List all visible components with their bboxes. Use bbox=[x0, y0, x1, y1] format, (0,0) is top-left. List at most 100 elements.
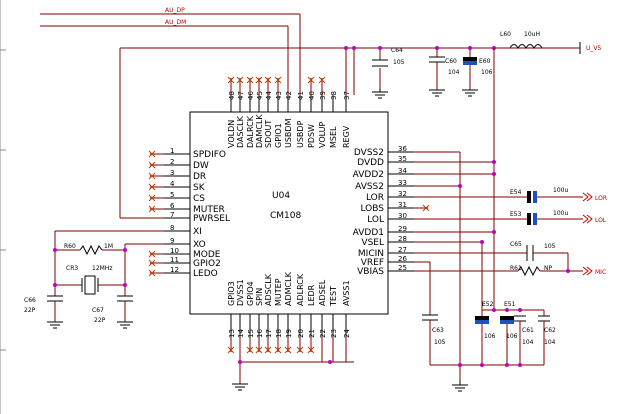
junction-dot bbox=[352, 46, 356, 50]
no-connect-icon bbox=[246, 346, 254, 354]
r60-value: 1M bbox=[104, 243, 113, 250]
pin-name: GPIO2 bbox=[193, 259, 221, 269]
no-connect-icon bbox=[227, 346, 235, 354]
pin-name: PWRSEL bbox=[193, 214, 230, 224]
pin-number: 3 bbox=[170, 169, 174, 177]
port-mic-icon bbox=[582, 266, 593, 276]
junction-dot bbox=[480, 363, 484, 367]
pin-number: 25 bbox=[398, 264, 407, 272]
junction-dot bbox=[123, 248, 127, 252]
junction-dot bbox=[492, 308, 496, 312]
net-label-lor: LOR bbox=[595, 195, 607, 202]
e52-value: 106 bbox=[484, 333, 496, 340]
junction-dot bbox=[344, 46, 348, 50]
no-connect-icon bbox=[148, 183, 156, 191]
pin-name: VBIAS bbox=[357, 267, 384, 277]
junction-dot bbox=[492, 230, 496, 234]
pin-number: 32 bbox=[398, 190, 407, 198]
no-connect-icon bbox=[236, 76, 244, 84]
pin-number: 19 bbox=[285, 329, 293, 338]
no-connect-icon bbox=[422, 204, 430, 212]
pin-name: AVDD2 bbox=[353, 170, 384, 180]
pin-name: LEDR bbox=[307, 284, 316, 306]
pin-number: 11 bbox=[170, 256, 179, 264]
cr3-value: 12MHz bbox=[92, 265, 112, 272]
power-rail: C64 105 C60 104 E60 106 L60 bbox=[119, 31, 601, 232]
ground-icon bbox=[117, 321, 133, 329]
pin-name: ADLRCK bbox=[296, 273, 305, 306]
ground-icon bbox=[452, 380, 468, 392]
e52-cap-plate bbox=[475, 316, 489, 320]
pin-number: 48 bbox=[228, 91, 236, 100]
net-label-vin: U_V5 bbox=[586, 45, 601, 52]
pins-right: 36DVSS235DVDD34AVDD233AVSS232LOR31LOBS30… bbox=[353, 145, 430, 277]
c62-ref: C62 bbox=[544, 327, 556, 334]
port-lol-icon bbox=[582, 214, 593, 224]
junction-dot bbox=[328, 360, 332, 364]
pin-number: 47 bbox=[237, 91, 245, 100]
junction-dot bbox=[435, 46, 439, 50]
pin-number: 46 bbox=[247, 91, 255, 100]
pin-name: DVSS1 bbox=[236, 279, 245, 306]
pin-number: 13 bbox=[228, 329, 236, 338]
ground-icon bbox=[462, 89, 478, 97]
e54-value: 100u bbox=[553, 187, 568, 194]
e54-ref: E54 bbox=[510, 189, 522, 196]
e60-cap-plate bbox=[463, 61, 477, 65]
pin-number: 22 bbox=[319, 329, 327, 338]
no-connect-icon bbox=[274, 76, 282, 84]
r61-ref: R61 bbox=[510, 265, 522, 272]
pin-number: 23 bbox=[330, 329, 338, 338]
no-connect-icon bbox=[318, 76, 326, 84]
pin-number: 45 bbox=[256, 91, 264, 100]
pin-name: DASCLK bbox=[236, 115, 245, 148]
pin-name: AVSS2 bbox=[355, 182, 384, 192]
pin-name: ADSCLK bbox=[264, 273, 273, 306]
pin-number: 6 bbox=[170, 202, 175, 210]
junction-dot bbox=[53, 283, 57, 287]
pin-number: 43 bbox=[275, 91, 283, 100]
e60-cap-plate bbox=[463, 57, 477, 61]
ground-icon bbox=[232, 383, 248, 391]
no-connect-icon bbox=[284, 346, 292, 354]
pin-name: DVDD bbox=[357, 158, 384, 168]
no-connect-icon bbox=[255, 346, 263, 354]
pin-number: 29 bbox=[398, 225, 407, 233]
inductor-l60 bbox=[509, 44, 543, 50]
e54-cap-plate bbox=[527, 191, 531, 203]
no-connect-icon bbox=[148, 172, 156, 180]
pin-name: LEDO bbox=[193, 269, 218, 279]
port-lor-icon bbox=[582, 192, 593, 202]
pin-number: 41 bbox=[297, 91, 305, 100]
pin-name: CS bbox=[193, 194, 205, 204]
pin-name: GPIO4 bbox=[246, 281, 255, 306]
pin-number: 12 bbox=[170, 266, 179, 274]
no-connect-icon bbox=[264, 76, 272, 84]
pin-number: 16 bbox=[256, 329, 264, 338]
net-label-mic: MIC bbox=[595, 269, 606, 276]
no-connect-icon bbox=[264, 346, 272, 354]
c62-value: 104 bbox=[544, 339, 556, 346]
c63-ref: C63 bbox=[432, 327, 444, 334]
pin-name: USBDP bbox=[296, 120, 305, 148]
pin-number: 37 bbox=[343, 91, 351, 100]
pin-name: VREF bbox=[361, 258, 384, 268]
junction-dot bbox=[378, 46, 382, 50]
pin-number: 31 bbox=[398, 201, 407, 209]
chip-part: CM108 bbox=[270, 211, 302, 221]
pin-name: XO bbox=[193, 240, 206, 250]
chip-u04: U04 CM108 bbox=[189, 111, 389, 315]
pin-name: REGV bbox=[342, 125, 351, 148]
e60-value: 106 bbox=[481, 69, 493, 76]
no-connect-icon bbox=[307, 346, 315, 354]
pin-number: 17 bbox=[265, 329, 273, 338]
c67-ref: C67 bbox=[92, 307, 104, 314]
chip-designator: U04 bbox=[272, 191, 290, 201]
c61-value: 104 bbox=[522, 339, 534, 346]
no-connect-icon bbox=[148, 205, 156, 213]
pin-name: USBDM bbox=[284, 118, 293, 148]
c60-value: 104 bbox=[448, 69, 460, 76]
no-connect-icon bbox=[148, 269, 156, 277]
